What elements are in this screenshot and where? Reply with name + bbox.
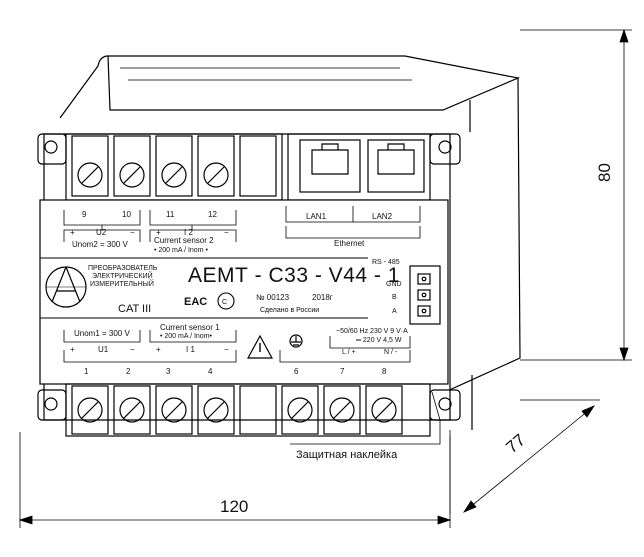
front-panel	[39, 199, 449, 385]
sensor1-range: • 200 mA / Inom•	[160, 333, 213, 340]
top-terminal-10: 10	[122, 210, 131, 219]
manufacturer-logo-icon	[45, 266, 87, 308]
sensor2-title: Current sensor 2	[154, 236, 214, 245]
dimension-depth	[449, 399, 600, 514]
warning-triangle-icon	[246, 334, 274, 359]
i1-minus: −	[224, 345, 229, 354]
lan2-label: LAN2	[372, 212, 393, 221]
bottom-terminal-1: 1	[84, 367, 89, 376]
sensor2-range: • 200 mA / Inom •	[154, 247, 208, 254]
u2-label: U2	[96, 228, 107, 237]
unom2-label: Unom2 = 300 V	[72, 240, 128, 249]
lan1-label: LAN1	[306, 212, 327, 221]
eac-mark: EAC	[184, 296, 207, 308]
dimension-width-value: 120	[220, 497, 248, 516]
unom1-label: Unom1 = 300 V	[74, 329, 130, 338]
rs485-gnd: GND	[386, 281, 402, 288]
ethernet-label: Ethernet	[334, 239, 365, 248]
protective-sticker-callout: Защитная наклейка	[296, 449, 398, 461]
i2-label: I 2	[184, 228, 193, 237]
maker-line-1: ПРЕОБРАЗОВАТЕЛЬ	[88, 265, 158, 272]
year-label: 2018г	[312, 293, 333, 302]
u1-plus: +	[70, 345, 75, 354]
i1-plus: +	[156, 345, 161, 354]
l-plus-label: L / +	[342, 349, 356, 356]
u1-minus: −	[130, 345, 135, 354]
rs485-a: A	[392, 308, 397, 315]
bottom-terminal-6: 6	[294, 367, 299, 376]
i2-plus: +	[156, 228, 161, 237]
n-minus-label: N / -	[384, 349, 398, 356]
dimension-depth-value: 77	[502, 430, 529, 457]
bottom-terminal-4: 4	[208, 367, 213, 376]
dimension-height	[520, 28, 632, 362]
top-terminal-12: 12	[208, 210, 217, 219]
housing-side	[439, 77, 521, 393]
serial-number: № 00123	[256, 293, 290, 302]
top-screw-terminals	[71, 135, 277, 197]
power-spec-dc: ═ 220 V 4,5 W	[355, 337, 402, 344]
top-terminal-11: 11	[166, 210, 175, 219]
bottom-terminal-2: 2	[126, 367, 131, 376]
made-in-label: Сделано в России	[260, 307, 319, 314]
bottom-terminal-7: 7	[340, 367, 345, 376]
model-title: АЕМТ - С33 - V44 - 1	[188, 264, 400, 287]
rs485-title: RS - 485	[372, 259, 400, 266]
i2-minus: −	[224, 228, 229, 237]
maker-line-2: ЭЛЕКТРИЧЕСКИЙ	[92, 271, 153, 280]
rs485-b: B	[392, 294, 397, 301]
bottom-screw-terminals	[71, 385, 403, 435]
maker-line-3: ИЗМЕРИТЕЛЬНЫЙ	[90, 279, 154, 288]
u2-minus: −	[130, 228, 135, 237]
housing-top-face	[107, 55, 521, 111]
ground-icon	[289, 334, 303, 348]
bottom-terminal-block	[65, 383, 431, 437]
category-label: CAT III	[118, 303, 151, 315]
power-spec-ac: ~50/60 Hz 230 V 9 V·A	[336, 328, 408, 335]
svg-text:C: C	[222, 299, 227, 306]
i1-label: I 1	[186, 345, 195, 354]
sensor1-title: Current sensor 1	[160, 323, 220, 332]
bottom-terminal-8: 8	[382, 367, 387, 376]
ethernet-ports	[287, 133, 431, 201]
top-terminal-9: 9	[82, 210, 87, 219]
dimension-height-value: 80	[595, 163, 614, 182]
rs485-connector	[409, 265, 441, 325]
u2-plus: +	[70, 228, 75, 237]
u1-label: U1	[98, 345, 109, 354]
bottom-terminal-3: 3	[166, 367, 171, 376]
certification-icon: C	[217, 292, 235, 310]
callout-leader	[290, 391, 441, 445]
